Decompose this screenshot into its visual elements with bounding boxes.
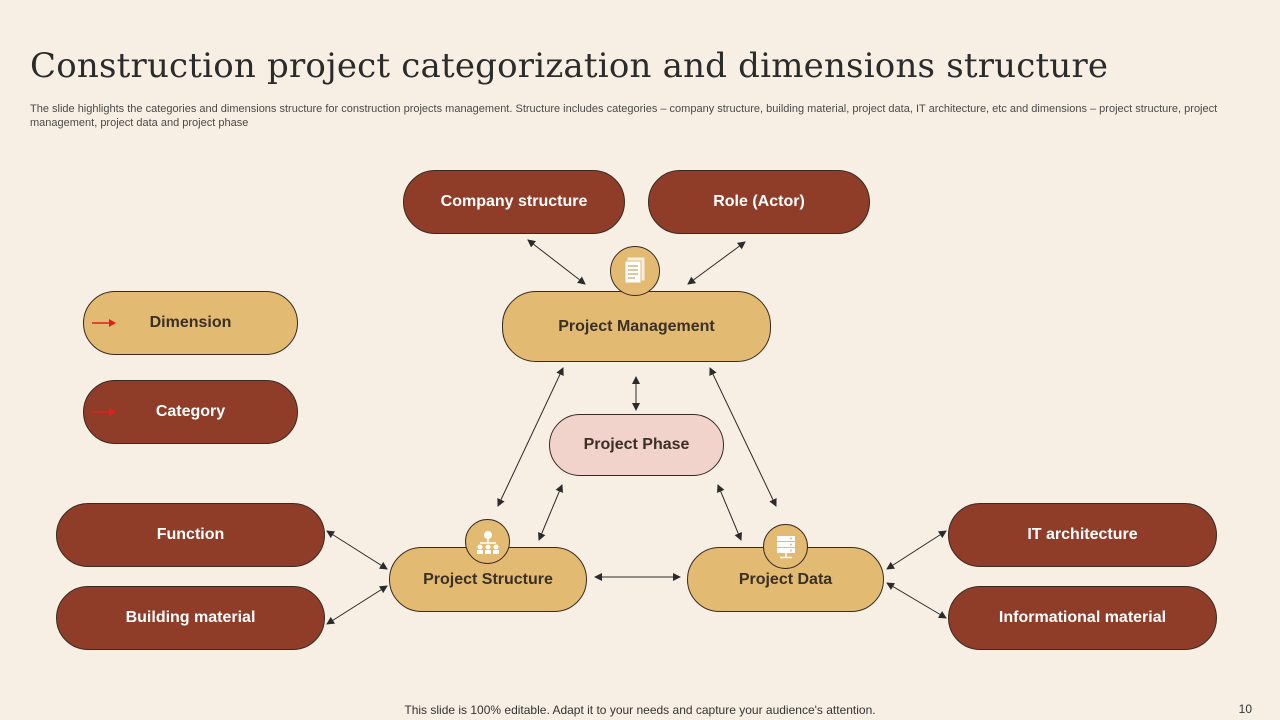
org-chart-icon — [465, 519, 510, 564]
arrow-management-structure — [497, 367, 564, 507]
arrow-phase-structure — [538, 484, 563, 541]
legend-category: Category — [83, 380, 298, 444]
arrow-company-management — [527, 239, 586, 285]
node-project-management-label: Project Management — [558, 317, 715, 335]
node-project-structure-label: Project Structure — [423, 570, 553, 588]
arrow-phase-data — [717, 484, 742, 541]
node-company-structure-label: Company structure — [440, 193, 588, 210]
node-project-phase: Project Phase — [549, 414, 724, 476]
node-project-management: Project Management — [502, 291, 771, 362]
node-project-data-label: Project Data — [738, 570, 833, 588]
node-building-material: Building material — [56, 586, 325, 650]
arrow-data-info — [886, 582, 947, 619]
legend-dimension: Dimension — [83, 291, 298, 355]
legend-category-label: Category — [155, 403, 226, 420]
node-role-actor: Role (Actor) — [648, 170, 870, 234]
arrow-management-data — [709, 367, 777, 507]
node-function-label: Function — [156, 526, 225, 543]
arrow-data-it — [886, 530, 947, 570]
page-subtitle: The slide highlights the categories and … — [30, 103, 1218, 129]
red-arrow-icon — [92, 319, 116, 327]
node-building-material-label: Building material — [125, 609, 256, 626]
footer-note: This slide is 100% editable. Adapt it to… — [404, 703, 876, 717]
node-project-phase-label: Project Phase — [583, 436, 690, 453]
node-role-actor-label: Role (Actor) — [713, 193, 805, 210]
arrow-function-structure — [326, 530, 388, 570]
server-icon — [763, 524, 808, 569]
page-title: Construction project categorization and … — [30, 46, 1109, 86]
node-informational-material: Informational material — [948, 586, 1217, 650]
red-arrow-icon — [92, 408, 116, 416]
node-company-structure: Company structure — [403, 170, 625, 234]
arrow-building-structure — [326, 585, 388, 625]
node-it-architecture-label: IT architecture — [1027, 526, 1138, 543]
legend-dimension-label: Dimension — [149, 314, 232, 331]
documents-icon — [610, 246, 660, 296]
node-informational-material-label: Informational material — [998, 609, 1167, 626]
node-function: Function — [56, 503, 325, 567]
arrow-role-management — [687, 241, 746, 285]
page-number: 10 — [1238, 702, 1252, 716]
node-it-architecture: IT architecture — [948, 503, 1217, 567]
